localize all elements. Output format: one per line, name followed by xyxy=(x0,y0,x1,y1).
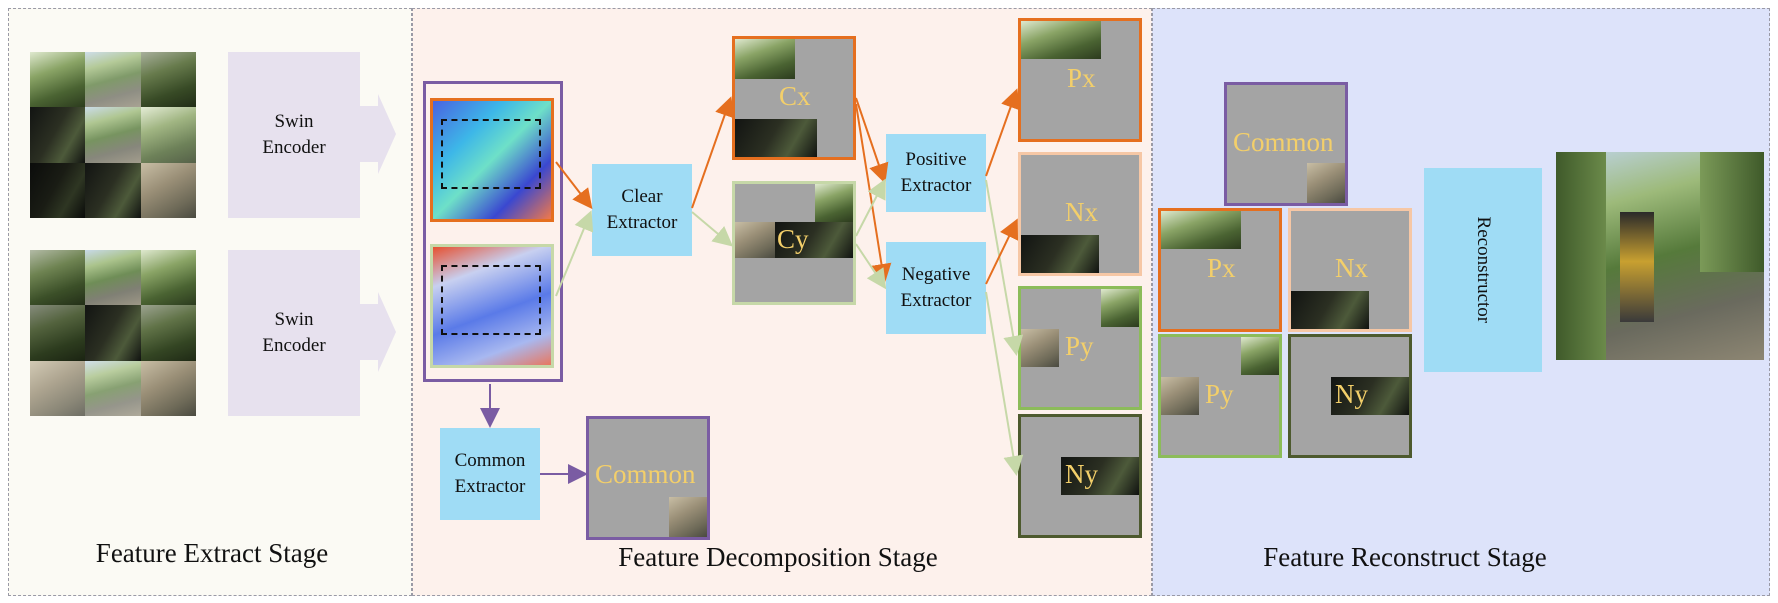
negative-extractor: Negative Extractor xyxy=(886,242,986,334)
feature-px-label: Px xyxy=(1067,63,1096,93)
recon-feature-nx: Nx xyxy=(1288,208,1412,332)
recon-feature-px: Px xyxy=(1158,208,1282,332)
recon-feature-common: Common xyxy=(1224,82,1348,206)
input-image-x-patches xyxy=(30,52,196,218)
feature-common-label: Common xyxy=(595,459,696,489)
common-extractor-label: Common Extractor xyxy=(454,450,526,497)
swin-encoder-2-label: Swin Encoder xyxy=(262,309,326,356)
clear-extractor-label: Clear Extractor xyxy=(606,186,678,233)
train-shape xyxy=(1620,212,1654,322)
feature-py-label: Py xyxy=(1065,331,1094,361)
feature-px: Px xyxy=(1018,18,1142,142)
feature-ny: Ny xyxy=(1018,414,1142,538)
fused-output-image xyxy=(1556,152,1764,360)
decomposition-stage-label: Feature Decomposition Stage xyxy=(618,542,938,572)
input-image-y-patches xyxy=(30,250,196,416)
recon-feature-py: Py xyxy=(1158,334,1282,458)
heatmap-x xyxy=(430,98,554,222)
feature-cy: Cy xyxy=(732,181,856,305)
negative-extractor-label: Negative Extractor xyxy=(900,264,972,311)
feature-cx: Cx xyxy=(732,36,856,160)
feature-cy-label: Cy xyxy=(777,224,809,254)
recon-feature-ny: Ny xyxy=(1288,334,1412,458)
recon-feature-nx-label: Nx xyxy=(1335,253,1368,283)
reconstructor-label: Reconstructor xyxy=(1472,216,1494,324)
clear-extractor: Clear Extractor xyxy=(592,164,692,256)
heatmap-y xyxy=(430,244,554,368)
reconstruct-stage-label: Feature Reconstruct Stage xyxy=(1263,542,1547,572)
positive-extractor: Positive Extractor xyxy=(886,134,986,212)
dashed-region-x xyxy=(441,119,541,189)
recon-feature-py-label: Py xyxy=(1205,379,1234,409)
common-extractor: Common Extractor xyxy=(440,428,540,520)
trees-left xyxy=(1556,152,1606,360)
extract-stage-label: Feature Extract Stage xyxy=(95,538,329,568)
feature-common: Common xyxy=(586,416,710,540)
recon-feature-common-label: Common xyxy=(1233,127,1334,157)
feature-py: Py xyxy=(1018,286,1142,410)
swin-encoder-2: Swin Encoder xyxy=(228,250,360,416)
positive-extractor-label: Positive Extractor xyxy=(900,149,972,196)
dashed-region-y xyxy=(441,265,541,335)
feature-cx-label: Cx xyxy=(779,81,811,111)
trees-right xyxy=(1700,152,1764,272)
feature-nx-label: Nx xyxy=(1065,197,1098,227)
swin-encoder-1: Swin Encoder xyxy=(228,52,360,218)
reconstructor: Reconstructor xyxy=(1424,168,1542,372)
recon-feature-px-label: Px xyxy=(1207,253,1236,283)
feature-ny-label: Ny xyxy=(1065,459,1098,489)
recon-feature-ny-label: Ny xyxy=(1335,379,1368,409)
swin-encoder-1-label: Swin Encoder xyxy=(262,111,326,158)
feature-nx: Nx xyxy=(1018,152,1142,276)
